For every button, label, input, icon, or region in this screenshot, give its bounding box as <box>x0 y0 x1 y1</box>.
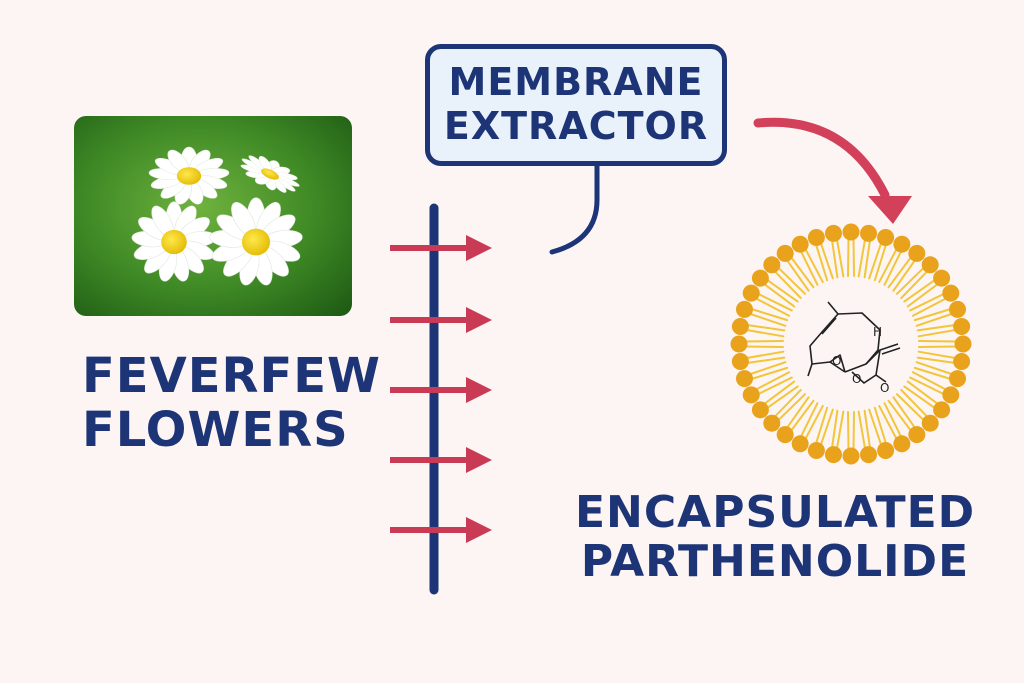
lipid-molecule <box>842 223 860 277</box>
lipid-molecule <box>895 388 939 432</box>
daisy-flower <box>131 201 217 282</box>
atom-o-carbonyl: O <box>880 381 889 395</box>
lipid-molecule <box>913 361 967 388</box>
curved-arrow <box>753 117 890 200</box>
lipid-molecule <box>913 300 967 327</box>
atom-h: H <box>873 325 882 339</box>
callout-connector <box>549 163 600 255</box>
daisy-flower <box>240 155 300 193</box>
parthenolide-molecule <box>807 301 901 384</box>
lipid-molecule <box>807 406 834 460</box>
flow-arrow <box>390 307 492 333</box>
flow-arrows <box>390 235 492 543</box>
lipid-molecule <box>742 371 793 404</box>
lipid-molecule <box>887 244 926 292</box>
extractor-label-line-1: MEMBRANE <box>448 60 704 105</box>
liposome <box>730 223 972 465</box>
lipid-molecule <box>868 406 895 460</box>
encap-label-line-1: ENCAPSULATED <box>575 487 976 538</box>
membrane-extractor-box: MEMBRANE EXTRACTOR <box>425 44 727 166</box>
feverfew-photo <box>74 116 352 316</box>
feverfew-flowers-label: FEVERFEW FLOWERS <box>82 348 381 458</box>
lipid-molecule <box>903 380 951 419</box>
lipid-molecule <box>751 269 799 308</box>
lipid-molecule <box>918 335 972 353</box>
daisy-flower <box>209 197 303 286</box>
lipid-molecule <box>763 256 807 300</box>
extractor-label-line-2: EXTRACTOR <box>443 104 709 148</box>
lipid-molecule <box>868 228 895 282</box>
encap-label-line-2: PARTHENOLIDE <box>580 536 970 588</box>
lipid-molecule <box>842 411 860 465</box>
lipid-molecule <box>909 371 960 404</box>
curved-arrow-head <box>868 196 912 224</box>
encapsulated-parthenolide-label: ENCAPSULATED PARTHENOLIDE <box>575 488 975 587</box>
lipid-molecule <box>751 380 799 419</box>
flow-arrow <box>390 377 492 403</box>
flow-arrow <box>390 517 492 543</box>
lipid-molecule <box>776 396 815 444</box>
lipid-molecule <box>824 409 845 464</box>
atom-o-epoxide: O <box>832 354 841 368</box>
atom-o-ring: O <box>852 372 861 386</box>
lipid-molecule <box>776 244 815 292</box>
lipid-molecule <box>878 402 911 453</box>
feverfew-label-line-1: FEVERFEW <box>82 348 381 404</box>
lipid-molecule <box>916 350 971 371</box>
lipid-molecule <box>791 402 824 453</box>
feverfew-image <box>74 116 352 316</box>
feverfew-label-line-2: FLOWERS <box>82 401 349 458</box>
lipid-molecule <box>916 317 971 338</box>
lipid-molecule <box>763 388 807 432</box>
lipid-molecule <box>742 284 793 317</box>
lipid-molecule <box>807 228 834 282</box>
flow-arrow <box>390 235 492 261</box>
flow-arrow <box>390 447 492 473</box>
lipid-molecule <box>857 224 878 279</box>
lipid-molecule <box>878 235 911 286</box>
daisy-flower <box>148 146 230 205</box>
lipid-molecule <box>824 224 845 279</box>
lipid-molecule <box>735 300 789 327</box>
lipid-molecule <box>857 409 878 464</box>
lipid-molecule <box>903 269 951 308</box>
lipid-molecule <box>731 350 786 371</box>
lipid-molecule <box>730 335 784 353</box>
lipid-molecule <box>909 284 960 317</box>
lipid-molecule <box>731 317 786 338</box>
lipid-molecule <box>735 361 789 388</box>
lipid-molecule <box>887 396 926 444</box>
lipid-molecule <box>895 256 939 300</box>
lipid-molecule <box>791 235 824 286</box>
